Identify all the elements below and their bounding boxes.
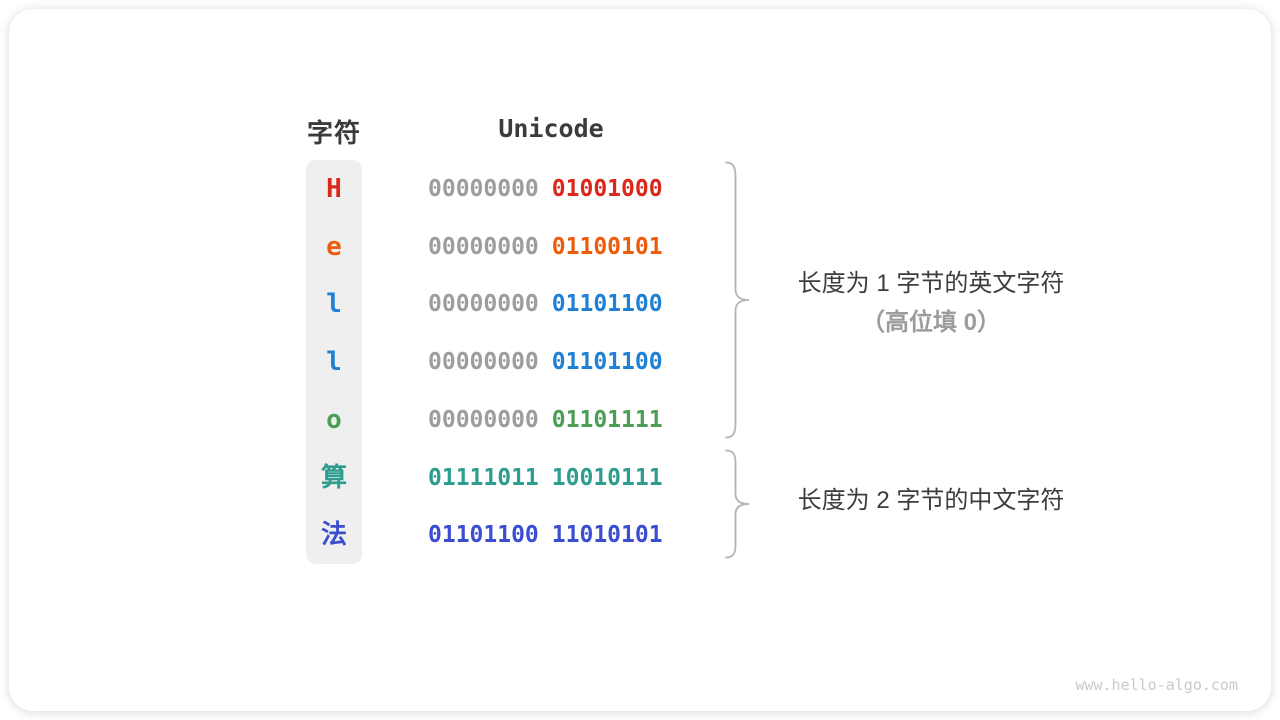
table-row: l 00000000 01101100 (0, 333, 1280, 391)
binary-value: 00000000 01100101 (428, 218, 663, 276)
low-byte: 01101100 (551, 349, 663, 376)
annotation-two-byte: 长度为 2 字节的中文字符 (745, 481, 1117, 520)
binary-value: 01101100 11010101 (428, 506, 663, 564)
char-glyph: 算 (320, 462, 347, 493)
annotation-one-byte: 长度为 1 字节的英文字符 （高位填 0） (745, 264, 1117, 342)
binary-value: 00000000 01101100 (428, 275, 663, 333)
high-byte: 00000000 (428, 233, 539, 260)
low-byte: 11010101 (551, 522, 663, 549)
brace-one-byte-group (722, 161, 752, 439)
table-row: H 00000000 01001000 (0, 160, 1280, 218)
table-row: e 00000000 01100101 (0, 218, 1280, 276)
binary-value: 00000000 01001000 (428, 160, 663, 218)
binary-value: 00000000 01101100 (428, 333, 663, 391)
high-byte: 01101100 (428, 522, 539, 549)
low-byte: 01101100 (551, 291, 663, 318)
char-glyph: H (326, 174, 342, 204)
table-row: l 00000000 01101100 (0, 275, 1280, 333)
annotation-two-byte-line1: 长度为 2 字节的中文字符 (797, 487, 1065, 514)
table-row: 法 01101100 11010101 (0, 506, 1280, 564)
char-column-background (306, 160, 362, 564)
high-byte: 00000000 (428, 406, 539, 433)
low-byte: 01001000 (551, 176, 663, 202)
diagram-card (9, 9, 1271, 711)
binary-value: 00000000 01101111 (428, 391, 663, 449)
low-byte: 01100101 (551, 233, 663, 260)
char-glyph: 法 (320, 520, 347, 551)
low-byte: 01101111 (551, 406, 663, 433)
annotation-one-byte-line2: （高位填 0） (860, 309, 1001, 336)
high-byte: 01111011 (428, 464, 539, 491)
high-byte: 00000000 (428, 349, 539, 376)
char-glyph: l (326, 289, 342, 320)
char-column-header: 字符 (306, 118, 361, 148)
binary-value: 01111011 10010111 (428, 449, 663, 507)
annotation-one-byte-line1: 长度为 1 字节的英文字符 (797, 270, 1065, 297)
high-byte: 00000000 (428, 176, 539, 202)
site-watermark: www.hello-algo.com (1075, 676, 1238, 694)
low-byte: 10010111 (551, 464, 663, 491)
brace-two-byte-group (722, 449, 752, 559)
table-row: o 00000000 01101111 (0, 391, 1280, 449)
char-glyph: e (326, 231, 342, 262)
high-byte: 00000000 (428, 291, 539, 318)
char-glyph: l (326, 347, 342, 378)
char-glyph: o (326, 404, 342, 435)
table-row: 算 01111011 10010111 (0, 449, 1280, 507)
unicode-column-header: Unicode (498, 114, 604, 143)
